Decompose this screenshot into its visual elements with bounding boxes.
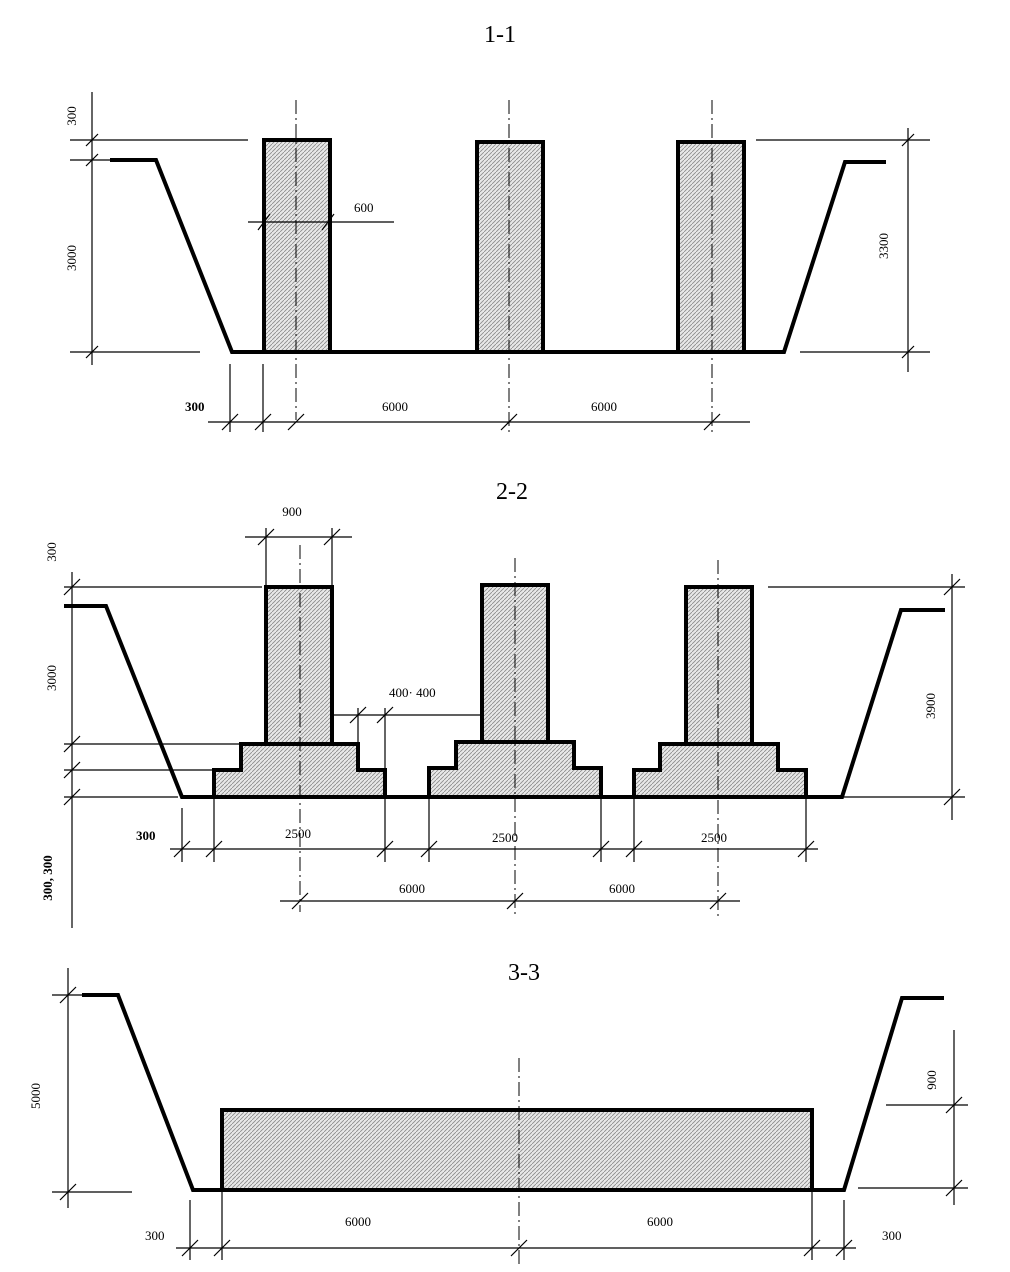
column <box>262 138 332 354</box>
dim-label: 600 <box>354 200 374 215</box>
section-1-1: 1-1 300 3000 600 3300 <box>64 22 930 432</box>
dim-label: 6000 <box>382 399 408 414</box>
dim-label: 300 <box>44 542 59 562</box>
dimension-tick <box>59 1183 77 1201</box>
dim-label: 6000 <box>591 399 617 414</box>
dimension-tick <box>287 413 305 431</box>
dim-label: 3000 <box>44 665 59 691</box>
dimension-tick <box>506 892 524 910</box>
dimension-tick <box>420 840 438 858</box>
dimension-tick <box>181 1239 199 1257</box>
dimension-tick <box>797 840 815 858</box>
column <box>684 585 754 746</box>
dim-label: 2500 <box>701 830 727 845</box>
dim-label: 400· 400 <box>389 685 436 700</box>
dimension-tick <box>63 788 81 806</box>
dim-label: 2500 <box>492 830 518 845</box>
dim-label: 3000 <box>64 245 79 271</box>
dimension-tick <box>323 528 341 546</box>
slab-foundation <box>220 1108 814 1192</box>
dimension-tick <box>321 213 335 231</box>
dimension-tick <box>349 706 367 724</box>
dimension-tick <box>257 213 271 231</box>
dimension-tick <box>291 892 309 910</box>
section-title: 2-2 <box>496 479 528 505</box>
dimension-tick <box>901 345 915 359</box>
dim-label: 6000 <box>399 881 425 896</box>
section-3-3: 3-3 5000 900 300 6000 6000 <box>28 960 968 1265</box>
dimension-tick <box>85 153 99 167</box>
column <box>676 140 746 354</box>
column <box>475 140 545 354</box>
dimension-tick <box>709 892 727 910</box>
dimension-tick <box>85 133 99 147</box>
dimension-tick <box>943 788 961 806</box>
dimension-tick <box>63 578 81 596</box>
dim-label: 300 <box>185 399 205 414</box>
dim-label: 2500 <box>285 826 311 841</box>
dim-label: 300, 300 <box>40 855 55 901</box>
dimension-tick <box>943 578 961 596</box>
dim-label: 900 <box>282 504 302 519</box>
dimension-tick <box>63 735 81 753</box>
dimension-tick <box>59 986 77 1004</box>
dimension-tick <box>703 413 721 431</box>
stepped-foundation <box>632 742 808 799</box>
dimension-tick <box>173 840 191 858</box>
dimension-tick <box>510 1239 528 1257</box>
dim-label: 300 <box>136 828 156 843</box>
dimension-tick <box>803 1239 821 1257</box>
dim-label: 3900 <box>923 693 938 719</box>
section-2-2: 2-2 900 300 3000 <box>40 479 965 928</box>
dimension-tick <box>63 761 81 779</box>
dimension-tick <box>205 840 223 858</box>
dimension-tick <box>221 413 239 431</box>
dim-label: 5000 <box>28 1083 43 1109</box>
dimension-tick <box>945 1179 963 1197</box>
dim-label: 300 <box>882 1228 902 1243</box>
dimension-tick <box>254 413 272 431</box>
dimension-tick <box>835 1239 853 1257</box>
column <box>264 585 334 746</box>
dim-label: 3300 <box>876 233 891 259</box>
dimension-tick <box>213 1239 231 1257</box>
dim-label: 900 <box>924 1070 939 1090</box>
dimension-tick <box>376 706 394 724</box>
dimension-tick <box>901 133 915 147</box>
section-title: 3-3 <box>508 960 540 986</box>
dim-label: 300 <box>64 106 79 126</box>
dimension-tick <box>257 528 275 546</box>
dimension-tick <box>500 413 518 431</box>
dim-label: 6000 <box>345 1214 371 1229</box>
dimension-tick <box>945 1096 963 1114</box>
dimension-tick <box>85 345 99 359</box>
dimension-tick <box>376 840 394 858</box>
dim-label: 6000 <box>647 1214 673 1229</box>
dimension-tick <box>592 840 610 858</box>
dimension-tick <box>625 840 643 858</box>
dim-label: 6000 <box>609 881 635 896</box>
section-title: 1-1 <box>484 22 516 48</box>
dim-label: 300 <box>145 1228 165 1243</box>
